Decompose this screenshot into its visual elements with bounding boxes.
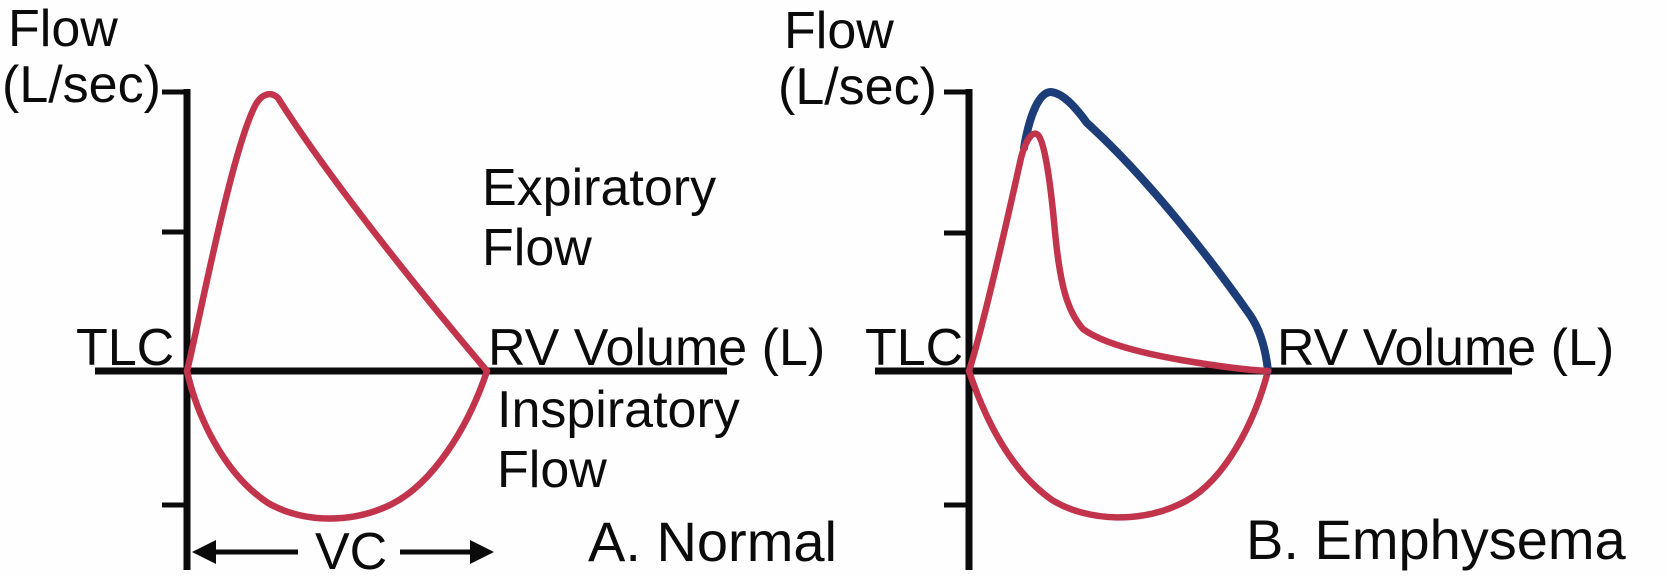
expiratory-flow-line2: Flow bbox=[482, 219, 592, 277]
left-inspiratory-curve bbox=[183, 367, 491, 522]
vc-label: VC bbox=[315, 523, 388, 577]
expiratory-flow-line1: Expiratory bbox=[482, 159, 717, 217]
right-flow-axis-title: Flow bbox=[784, 2, 894, 60]
right-flow-axis-ticks bbox=[944, 89, 969, 508]
right-tlc-label: TLC bbox=[865, 319, 964, 377]
inspiratory-flow-line1: Inspiratory bbox=[497, 381, 740, 439]
left-flow-axis-units: (L/sec) bbox=[2, 56, 161, 114]
left-tlc-label: TLC bbox=[76, 319, 175, 377]
right-expiratory-curve-blue bbox=[1020, 88, 1272, 375]
left-flow-axis-title: Flow bbox=[8, 0, 118, 58]
panel-a-caption: A. Normal bbox=[588, 510, 837, 573]
right-flow-axis-units: (L/sec) bbox=[778, 58, 937, 116]
left-rv-volume-axis-title: RV Volume (L) bbox=[488, 319, 826, 377]
right-rv-volume-axis-title: RV Volume (L) bbox=[1277, 319, 1615, 377]
vc-arrowhead-right-icon bbox=[470, 540, 494, 564]
left-expiratory-curve bbox=[183, 90, 491, 375]
inspiratory-flow-line2: Flow bbox=[497, 441, 607, 499]
panel-b-caption: B. Emphysema bbox=[1246, 508, 1626, 571]
left-flow-axis-ticks bbox=[162, 89, 187, 508]
right-expiratory-curve-red bbox=[965, 130, 1272, 375]
right-inspiratory-curve bbox=[965, 367, 1272, 521]
vc-arrowhead-left-icon bbox=[192, 540, 216, 564]
